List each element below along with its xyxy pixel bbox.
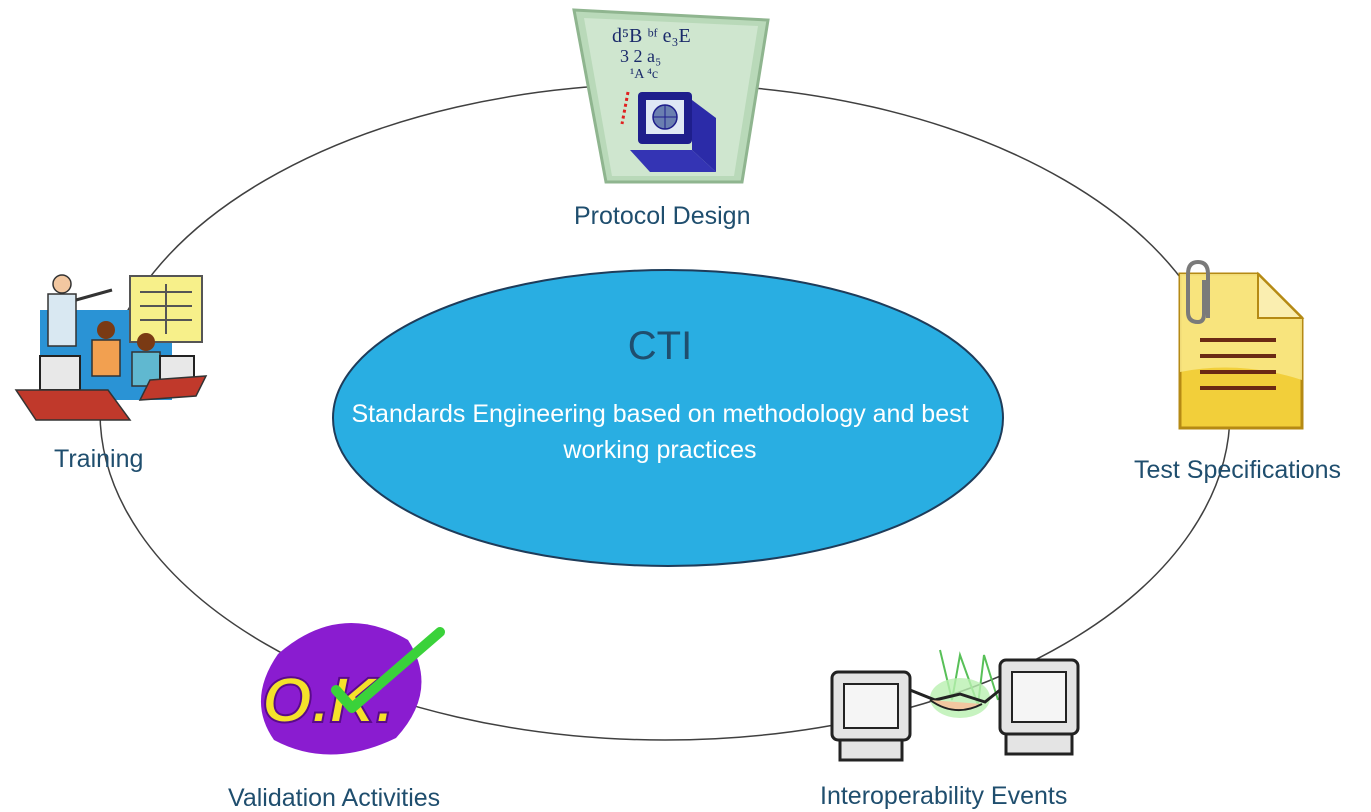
center-title: CTI: [627, 324, 693, 368]
computer-protocol-design-icon: d⁵B ᵇᶠ e₃E 3 2 a₅ ¹A ⁴c: [572, 8, 770, 184]
svg-text:3 2 a₅: 3 2 a₅: [620, 46, 661, 66]
node-label-validation-activities: Validation Activities: [228, 784, 441, 812]
document-paperclip-icon: [1178, 259, 1305, 430]
node-label-test-specifications: Test Specifications: [1134, 456, 1342, 484]
node-label-training: Training: [54, 445, 144, 473]
node-label-protocol-design: Protocol Design: [574, 202, 751, 230]
node-label-interoperability-events: Interoperability Events: [820, 782, 1068, 810]
svg-text:d⁵B ᵇᶠ e₃E: d⁵B ᵇᶠ e₃E: [612, 25, 691, 47]
svg-text:O.K.: O.K.: [262, 664, 394, 736]
svg-text:¹A ⁴c: ¹A ⁴c: [630, 67, 658, 82]
classroom-training-icon: [14, 274, 208, 421]
center-description: Standards Engineering based on methodolo…: [351, 400, 969, 464]
handshake-computers-icon: [830, 649, 1080, 762]
center-ellipse: [332, 269, 1004, 567]
ok-checkmark-icon: O.K.: [260, 622, 445, 755]
